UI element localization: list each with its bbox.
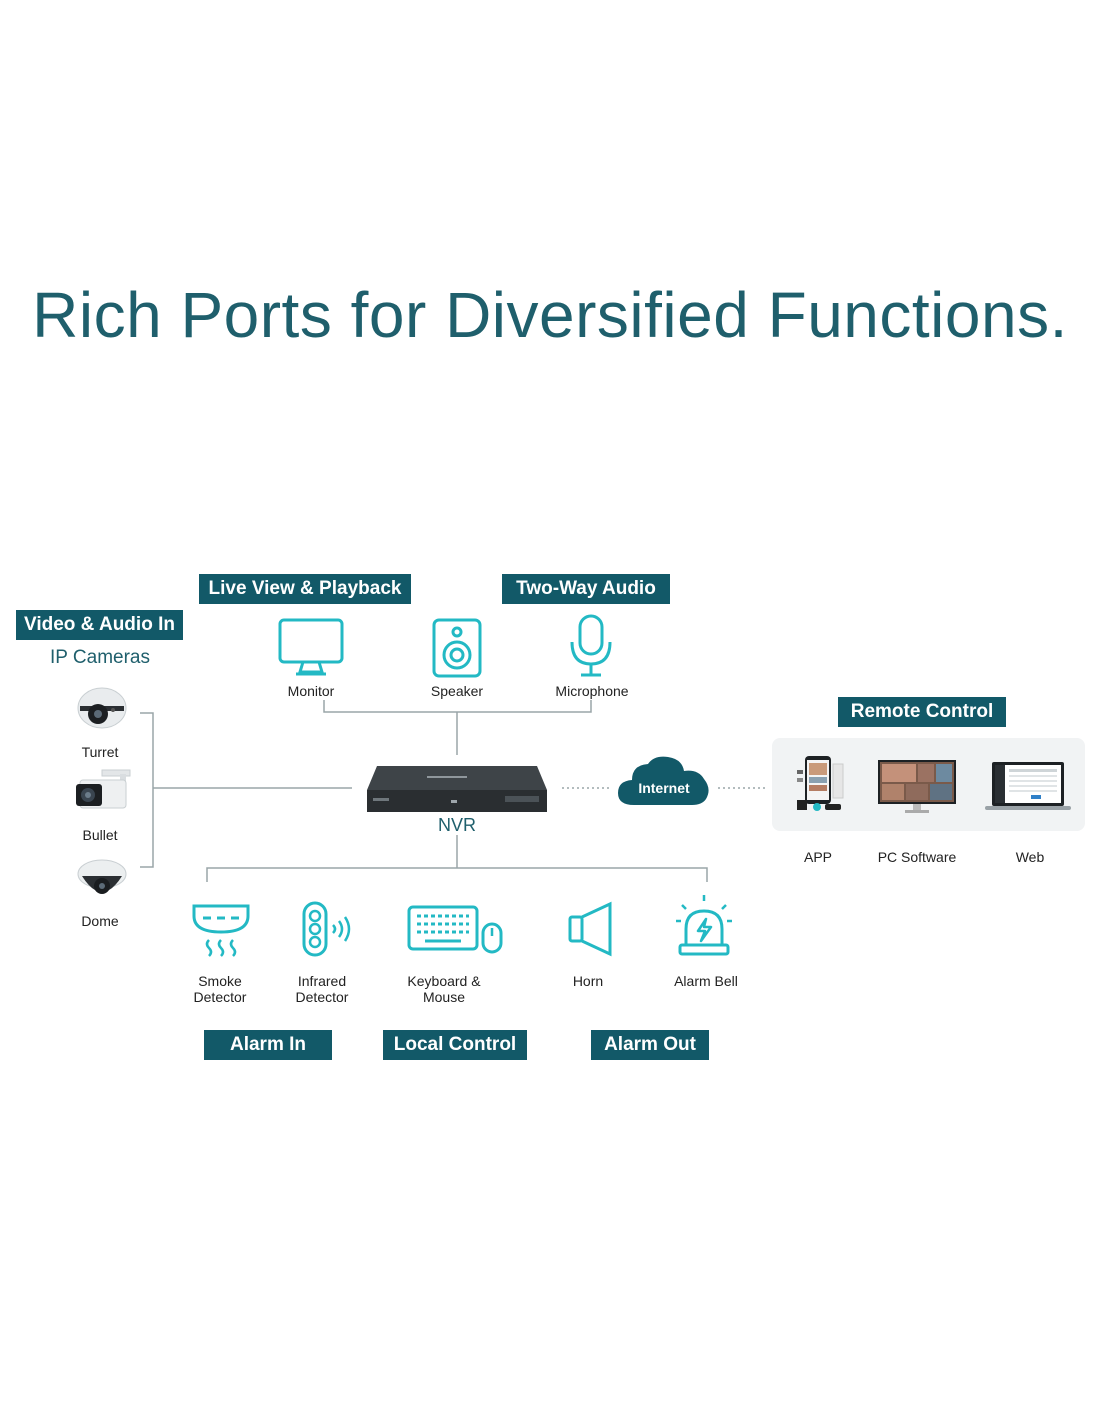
camera-label-bullet: Bullet (82, 827, 118, 843)
tag-two-way-audio: Two-Way Audio (502, 574, 670, 604)
web-laptop-icon (985, 762, 1071, 810)
tag-video-audio-in: Video & Audio In (16, 610, 183, 640)
camera-label-dome: Dome (81, 913, 119, 929)
internet-cloud-icon (618, 756, 709, 805)
turret-camera-icon (77, 687, 127, 729)
peripheral-label-smoke-detector: Smoke Detector (193, 973, 247, 1005)
tag-alarm-out: Alarm Out (591, 1030, 709, 1060)
peripheral-label-keyboard-mouse: Keyboard & Mouse (407, 973, 481, 1005)
app-phone-icon (797, 756, 844, 811)
tag-alarm-in: Alarm In (204, 1030, 332, 1060)
speaker-icon (432, 618, 482, 678)
internet-label: Internet (638, 780, 690, 796)
pc-software-monitor-icon (878, 760, 956, 813)
alarm-bell-icon (676, 895, 732, 956)
remote-label-web: Web (1015, 849, 1045, 865)
smoke-detector-icon (192, 904, 250, 957)
keyboard-mouse-icon (407, 905, 503, 954)
nvr-device-icon (367, 766, 547, 812)
peripheral-label-horn: Horn (572, 973, 604, 989)
peripheral-label-infrared-detector: Infrared Detector (295, 973, 349, 1005)
bullet-camera-icon (76, 769, 131, 809)
infrared-detector-icon (302, 901, 351, 957)
microphone-icon (570, 614, 612, 677)
tag-live-view-playback: Live View & Playback (199, 574, 411, 604)
horn-icon (568, 901, 612, 957)
tag-remote-control: Remote Control (838, 697, 1006, 727)
tag-local-control: Local Control (383, 1030, 527, 1060)
monitor-icon (278, 618, 344, 676)
output-label-monitor: Monitor (287, 683, 335, 699)
remote-label-pc-software: PC Software (877, 849, 957, 865)
peripheral-label-alarm-bell: Alarm Bell (674, 973, 738, 989)
output-label-microphone: Microphone (555, 683, 629, 699)
nvr-label: NVR (437, 815, 476, 835)
page-title: Rich Ports for Diversified Functions. (32, 279, 1068, 351)
remote-label-app: APP (803, 849, 832, 865)
output-label-speaker: Speaker (430, 683, 484, 699)
ip-cameras-heading: IP Cameras (50, 647, 150, 668)
dome-camera-icon (77, 859, 127, 894)
camera-label-turret: Turret (81, 744, 119, 760)
